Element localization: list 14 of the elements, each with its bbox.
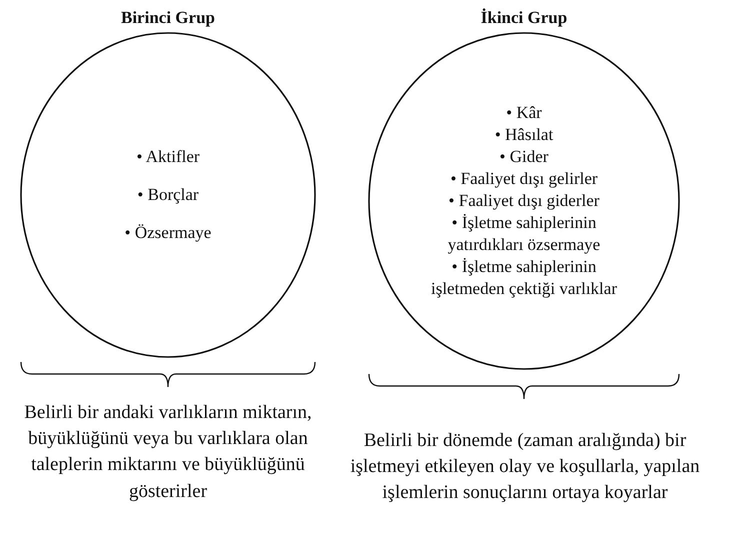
bullet-item: • Hâsılat	[494, 124, 554, 146]
bullet-item: • Özsermaye	[124, 222, 212, 244]
group-heading: Birinci Grup	[120, 8, 216, 28]
bullet-item: • İşletme sahiplerinin yatırdıkları özsermaye	[446, 212, 602, 256]
description-text: Belirli bir dönemde (zaman aralığında) bir işletmeyi etkileyen olay ve koşullarla, yapılan işlemlerin sonuçlarını ortaya koyarlar	[349, 429, 701, 506]
group-heading: İkinci Grup	[480, 8, 568, 28]
bullet-item: • Borçlar	[137, 184, 199, 206]
bullet-item: • İşletme sahiplerinin işletmeden çektiği varlıklar	[430, 256, 618, 300]
bullet-item: • Faaliyet dışı giderler	[448, 190, 600, 212]
bullet-item: • Kâr	[506, 102, 542, 124]
bullet-item: • Faaliyet dışı gelirler	[450, 168, 598, 190]
bullet-item: • Gider	[500, 146, 548, 168]
bullet-item: • Aktifler	[136, 146, 200, 168]
description-text: Belirli bir andaki varlıkların miktarın, büyüklüğünü veya bu varlıklara olan taleplerin miktarını ve büyüklüğünü gösterirler	[23, 401, 313, 504]
